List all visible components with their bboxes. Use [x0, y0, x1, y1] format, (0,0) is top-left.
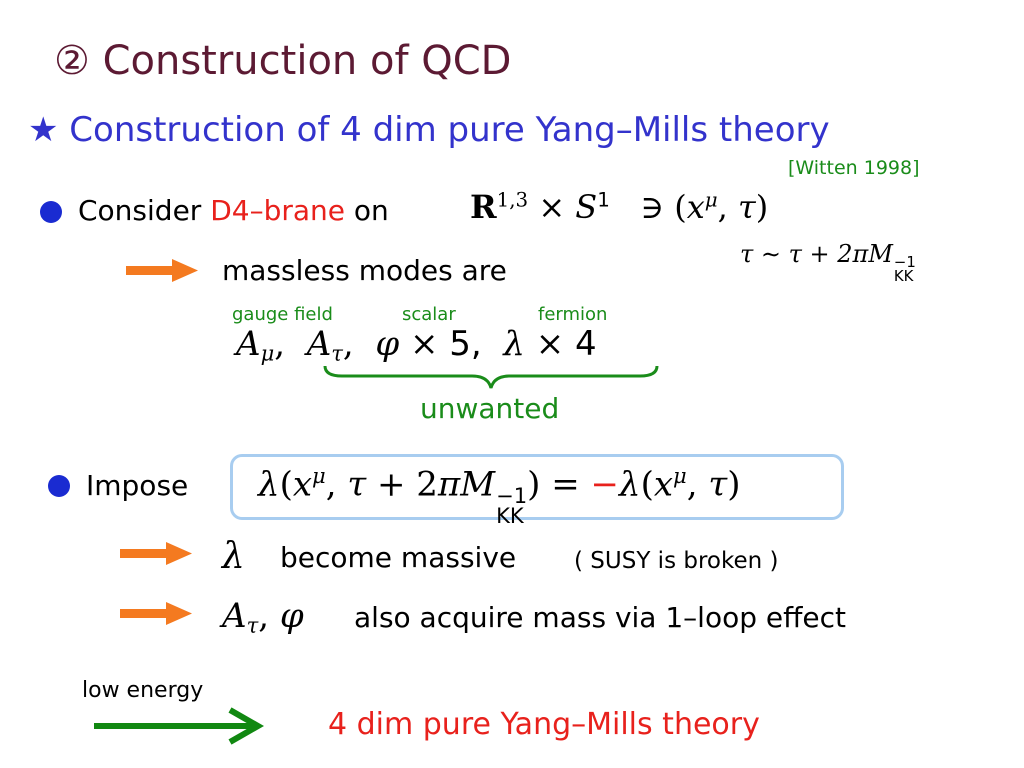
mode-list-formula: Aμ, Aτ, φ × 5, λ × 4 [236, 324, 597, 366]
fermion-label: fermion [538, 304, 608, 325]
orange-arrow-icon [126, 259, 198, 282]
citation: [Witten 1998] [788, 157, 920, 179]
spacetime-formula: R1,3 × S1 ∋ (xμ, τ) [470, 188, 769, 226]
page-title: ② Construction of QCD [54, 38, 512, 84]
a-tau-phi-formula: Aτ, φ [222, 596, 304, 638]
d4-brane-text: D4–brane [210, 194, 346, 227]
gauge-field-label: gauge field [232, 304, 333, 325]
low-energy-label: low energy [82, 678, 204, 703]
lambda-symbol: λ [222, 536, 245, 577]
consider-label: Consider [78, 194, 202, 227]
bullet-dot-icon [48, 475, 70, 497]
periodicity-text: τ ∼ τ + 2πM [740, 240, 893, 268]
scalar-label: scalar [402, 304, 456, 325]
underbrace-icon [323, 365, 659, 389]
yang-mills-result: 4 dim pure Yang–Mills theory [328, 707, 760, 742]
boundary-condition-box [230, 454, 844, 520]
consider-line: Consider D4–brane on [78, 194, 389, 227]
massless-modes-text: massless modes are [222, 254, 507, 287]
orange-arrow-icon [120, 542, 192, 565]
become-massive-text: become massive [280, 541, 517, 574]
green-arrow-icon [94, 707, 264, 745]
section-heading: ★ Construction of 4 dim pure Yang–Mills … [28, 110, 830, 150]
one-loop-text: also acquire mass via 1–loop effect [354, 601, 846, 634]
orange-arrow-icon [120, 602, 192, 625]
impose-label: Impose [86, 469, 189, 502]
unwanted-label: unwanted [420, 392, 560, 425]
on-text: on [353, 194, 389, 227]
bullet-dot-icon [40, 201, 62, 223]
susy-broken-note: ( SUSY is broken ) [574, 548, 779, 574]
